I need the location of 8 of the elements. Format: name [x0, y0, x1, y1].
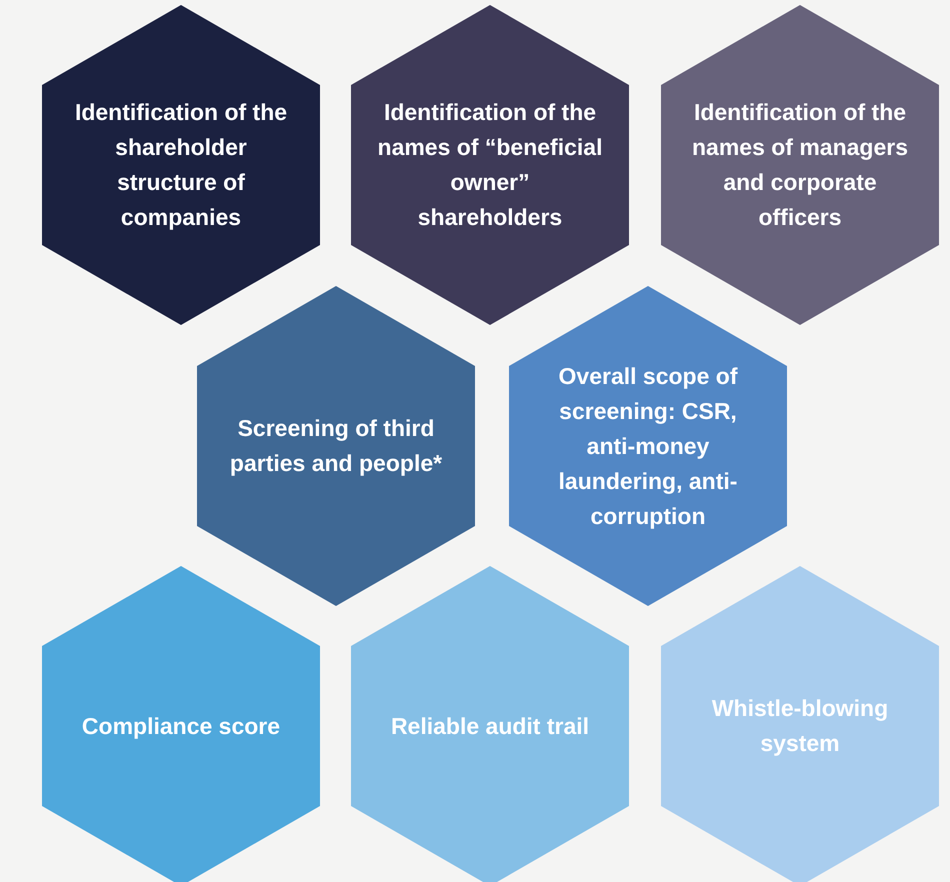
hexagon-text: Identification of the names of “beneficial owner” shareholders — [377, 98, 603, 232]
hexagon-text: Compliance score — [80, 712, 282, 741]
hexagon-text: Identification of the shareholder structure of companies — [74, 98, 288, 232]
hexagon-text: Screening of third parties and people* — [228, 414, 444, 478]
hexagon-text: Overall scope of screening: CSR, anti-money laundering, anti-corruption — [558, 362, 739, 531]
hexagon-text: Identification of the names of managers and corporate officers — [690, 98, 910, 232]
hexagon-text: Whistle-blowing system — [710, 694, 890, 758]
hexagon-text: Reliable audit trail — [390, 712, 590, 740]
